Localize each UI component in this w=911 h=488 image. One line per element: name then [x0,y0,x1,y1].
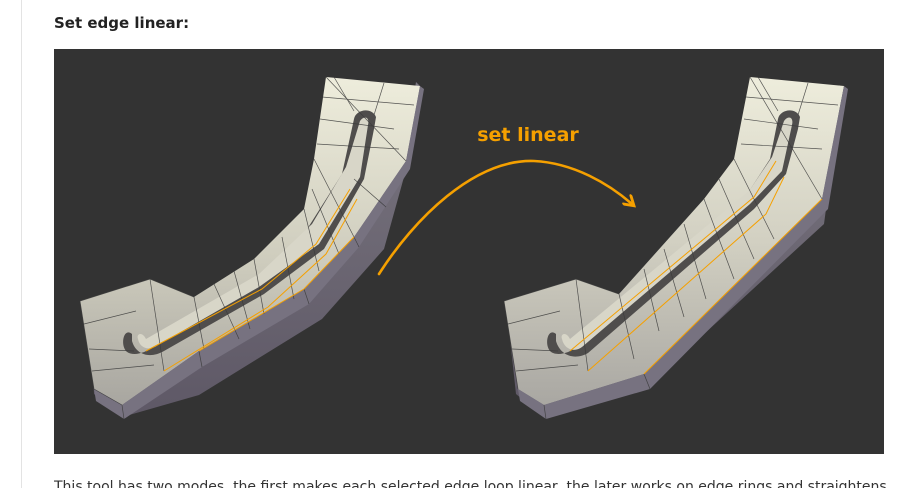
arrow-label: set linear [477,124,579,146]
body-paragraph: This tool has two modes, the first makes… [54,479,887,488]
illustration-figure: set linear [54,49,884,454]
transition-arrow [377,159,632,276]
mesh-before [79,76,424,420]
mesh-after [503,76,848,420]
illustration-svg: set linear [79,76,848,420]
section-heading: Set edge linear: [54,14,190,32]
left-divider [21,0,22,488]
